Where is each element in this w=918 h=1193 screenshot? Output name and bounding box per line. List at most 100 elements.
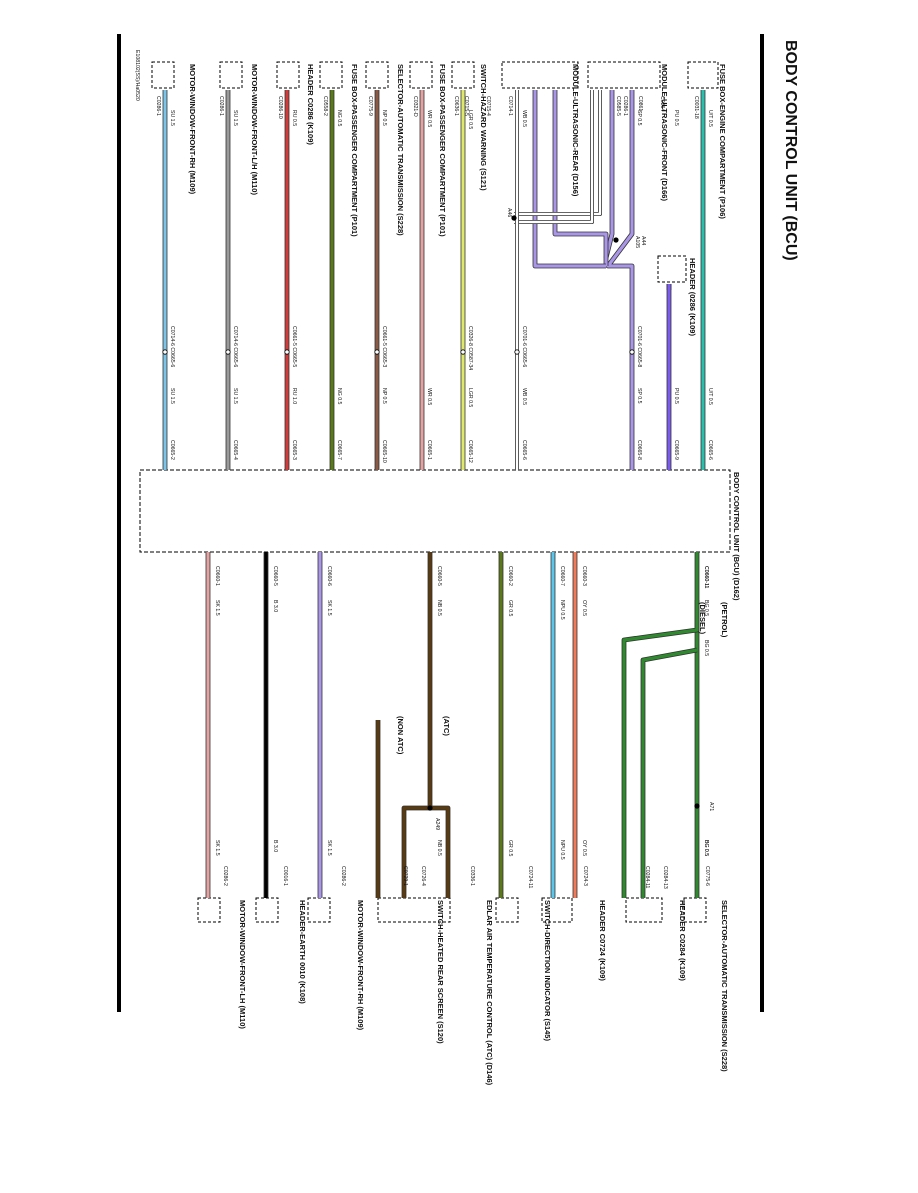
connector-header-0286-10 <box>276 61 300 89</box>
connector-selector-transmission <box>365 61 389 89</box>
bcu-label: BODY CONTROL UNIT (BCU) (D162) <box>732 472 741 601</box>
wire-label-far: SU 1.5 <box>232 388 238 404</box>
wire-label-far: NG 0.5 <box>336 388 342 405</box>
wire-label-far: BG 0.5 <box>703 840 709 856</box>
wire-label-near: PU 0.5 <box>673 110 679 126</box>
lilac-wire-rear-2-outline <box>532 90 606 269</box>
pin-label: C0660-11 <box>703 566 709 589</box>
right-wire-group <box>197 552 707 923</box>
component-pin-label: C0286-10 <box>277 96 283 119</box>
wire-label-near: NG 0.5 <box>336 110 342 127</box>
wire-label-far: SK 1.5 <box>214 840 220 856</box>
component-pin-label: C0284-11 <box>644 866 650 889</box>
inline-connector-marker <box>514 349 520 355</box>
wire-label-near: NB 0.5 <box>436 600 442 616</box>
variant-label: (ATC) <box>442 716 451 736</box>
pin-label: C0660-11 <box>703 566 709 589</box>
pin-label: C0665-4 <box>232 440 238 460</box>
component-name: SELECTOR-AUTOMATIC TRANSMISSION (S228) <box>396 64 405 236</box>
wire-label-far: WR 0.5 <box>426 388 432 405</box>
wire-label-near: SK 1.5 <box>326 600 332 616</box>
bcu-box <box>139 469 731 553</box>
bw-wire-front-2 <box>514 90 594 224</box>
connector-window-front-rh <box>151 61 175 89</box>
connector-fuse-engine <box>687 61 719 89</box>
component-name: HEADER C0284 (K109) <box>678 900 687 981</box>
wire-label-far: U/T 0.5 <box>707 388 713 405</box>
component-pin-label: C0284-13 <box>662 866 668 889</box>
pin-label: C0665-8 <box>636 440 642 460</box>
connector-window-front-rh-right <box>307 897 331 923</box>
pin-label: C0665-2 <box>169 440 175 460</box>
component-pin-label: C0336-1 <box>469 866 475 886</box>
component-name: FUSE BOX-PASSENGER COMPARTMENT (P101) <box>350 64 359 237</box>
wire-label-near: NPU 0.5 <box>559 600 565 620</box>
wire-label-near: WB 0.5 <box>521 110 527 127</box>
component-name: EDLAR AIR TEMPERATURE CONTROL (ATC) (D14… <box>485 900 494 1086</box>
inline-connector-marker <box>225 349 231 355</box>
component-name: MODULE-ULTRASONIC-FRONT (D166) <box>660 64 669 201</box>
component-pin-label: C0286-2 <box>222 866 228 886</box>
component-pin-label: C0864 <box>659 96 665 111</box>
connector-hazard-switch <box>451 61 475 89</box>
pin-label: C0665-1 <box>426 440 432 460</box>
component-pin-label: C0724-11 <box>527 866 533 889</box>
left-wire-group <box>151 61 719 470</box>
variant-label: (PETROL) <box>720 602 729 638</box>
wire-label-far: SK 1.5 <box>326 840 332 856</box>
component-pin-label: C0729-1 <box>402 866 408 886</box>
inline-label: C0661-5 C0665-5 <box>291 326 297 367</box>
inline-label: C0714-6 C0665-6 <box>232 326 238 367</box>
splice-a249 <box>427 805 433 811</box>
wire-label-near: SP 0.5 <box>636 110 642 126</box>
connector-heated-rear-screen <box>377 897 451 923</box>
pin-label: C0665-6 <box>707 440 713 460</box>
component-pin-label: C0724-3 <box>582 866 588 886</box>
variant-label: (NON ATC) <box>396 716 405 755</box>
bw-wire-front <box>514 90 602 216</box>
component-pin-label: C0715-4 <box>485 96 491 116</box>
component-name: MODULE-ULTRASONIC-REAR (D156) <box>571 64 580 197</box>
wire-label-near: RU 0.5 <box>291 110 297 126</box>
pin-label: C0660-1 <box>214 566 220 586</box>
component-name: SWITCH-HAZARD WARNING (S121) <box>479 64 488 191</box>
inline-label: C0326-8 C0587-34 <box>467 326 473 370</box>
wire-label-near: B 3.0 <box>272 600 278 612</box>
wire-label-near: SU 1.5 <box>232 110 238 126</box>
pin-label: C0660-2 <box>507 566 513 586</box>
component-pin-label: C0585-5 <box>615 96 621 116</box>
wire-label-near: BG 0.5 <box>703 640 709 656</box>
green-wire-diesel-2 <box>641 648 698 898</box>
wire-label-far: OY 0.5 <box>581 840 587 856</box>
component-pin-label: C0775-9 <box>367 96 373 116</box>
wire-label-far: NP 0.5 <box>381 388 387 404</box>
component-pin-label: C0558-2 <box>322 96 328 116</box>
connector-fuse-passenger-2 <box>319 61 343 89</box>
component-pin-label: C0715-5 <box>463 96 469 116</box>
wire-label-near: LGR 0.5 <box>467 110 473 129</box>
wire-label-near: U/T 0.5 <box>707 110 713 127</box>
wire-label-near: OY 0.5 <box>581 600 587 616</box>
connector-window-front-lh-right <box>197 897 221 923</box>
splice-label: A105 <box>634 236 640 248</box>
wire-label-near: SK 1.5 <box>214 600 220 616</box>
darkbrown-wire-branch <box>402 806 430 898</box>
inline-connector-marker <box>284 349 290 355</box>
component-pin-label: C0636-1 <box>453 96 459 116</box>
component-name: HEADER C0286 (K109) <box>306 64 315 145</box>
component-pin-label: C0714-1 <box>507 96 513 116</box>
splice-label: A46 <box>506 208 512 217</box>
splice-a71 <box>694 803 700 809</box>
connector-header-0286 <box>657 255 687 283</box>
component-name: HEADER (0286 (K109) <box>688 258 697 336</box>
wire-label-far: NPU 0.5 <box>559 840 565 860</box>
component-name: MOTOR-WINDOW-FRONT-RH (M109) <box>188 64 197 195</box>
component-name: HEADER-EARTH 0010 (K108) <box>298 900 307 1004</box>
wire-label-near: NP 0.5 <box>381 110 387 126</box>
wire-label-near: SU 1.5 <box>169 110 175 126</box>
wire-label-far: NB 0.5 <box>436 840 442 856</box>
inline-label: C0714-6 C0665-6 <box>169 326 175 367</box>
wire-label-far: B 3.0 <box>272 840 278 852</box>
variant-label: (DIESEL) <box>698 602 707 635</box>
